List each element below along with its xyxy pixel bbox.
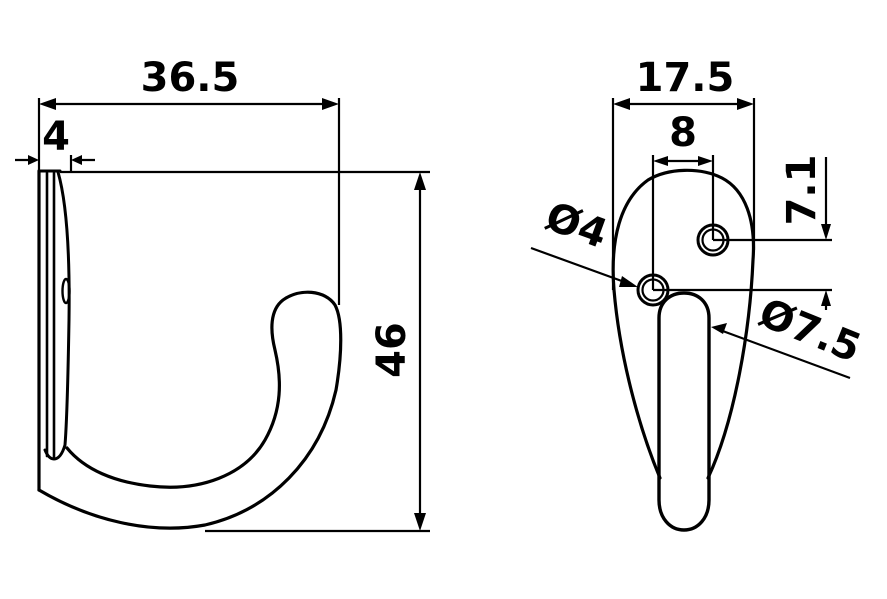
dim-label-diameter-7-5: Ø7.5: [753, 290, 867, 372]
mounting-plate: [37, 169, 71, 492]
dim-label-36-5: 36.5: [141, 55, 240, 101]
dimension-plate-thickness: 4: [15, 114, 95, 172]
dim-label-46: 46: [369, 322, 415, 378]
dimension-plate-width: 17.5: [611, 55, 756, 290]
dimension-hole-spacing-vertical: 7.1: [653, 155, 832, 310]
dim-label-17-5: 17.5: [636, 55, 735, 101]
plate-outline: [611, 168, 756, 480]
dimension-overall-height: 46: [60, 170, 430, 533]
hook-arm: [657, 291, 711, 532]
dimension-hole-diameter: Ø4: [530, 194, 638, 287]
dim-label-7-1: 7.1: [779, 155, 825, 226]
dimension-hole-spacing-horizontal: 8: [651, 110, 715, 290]
dim-label-4: 4: [42, 114, 70, 160]
dimension-hook-diameter: Ø7.5: [711, 290, 867, 380]
front-view: 17.5 8 7.1 Ø4: [530, 55, 867, 532]
hook-profile: [37, 290, 343, 530]
dim-label-8: 8: [669, 110, 697, 156]
dimension-overall-width: 36.5: [37, 55, 341, 305]
side-view: 36.5 4 46: [15, 55, 430, 533]
dim-label-diameter-4: Ø4: [540, 194, 614, 258]
